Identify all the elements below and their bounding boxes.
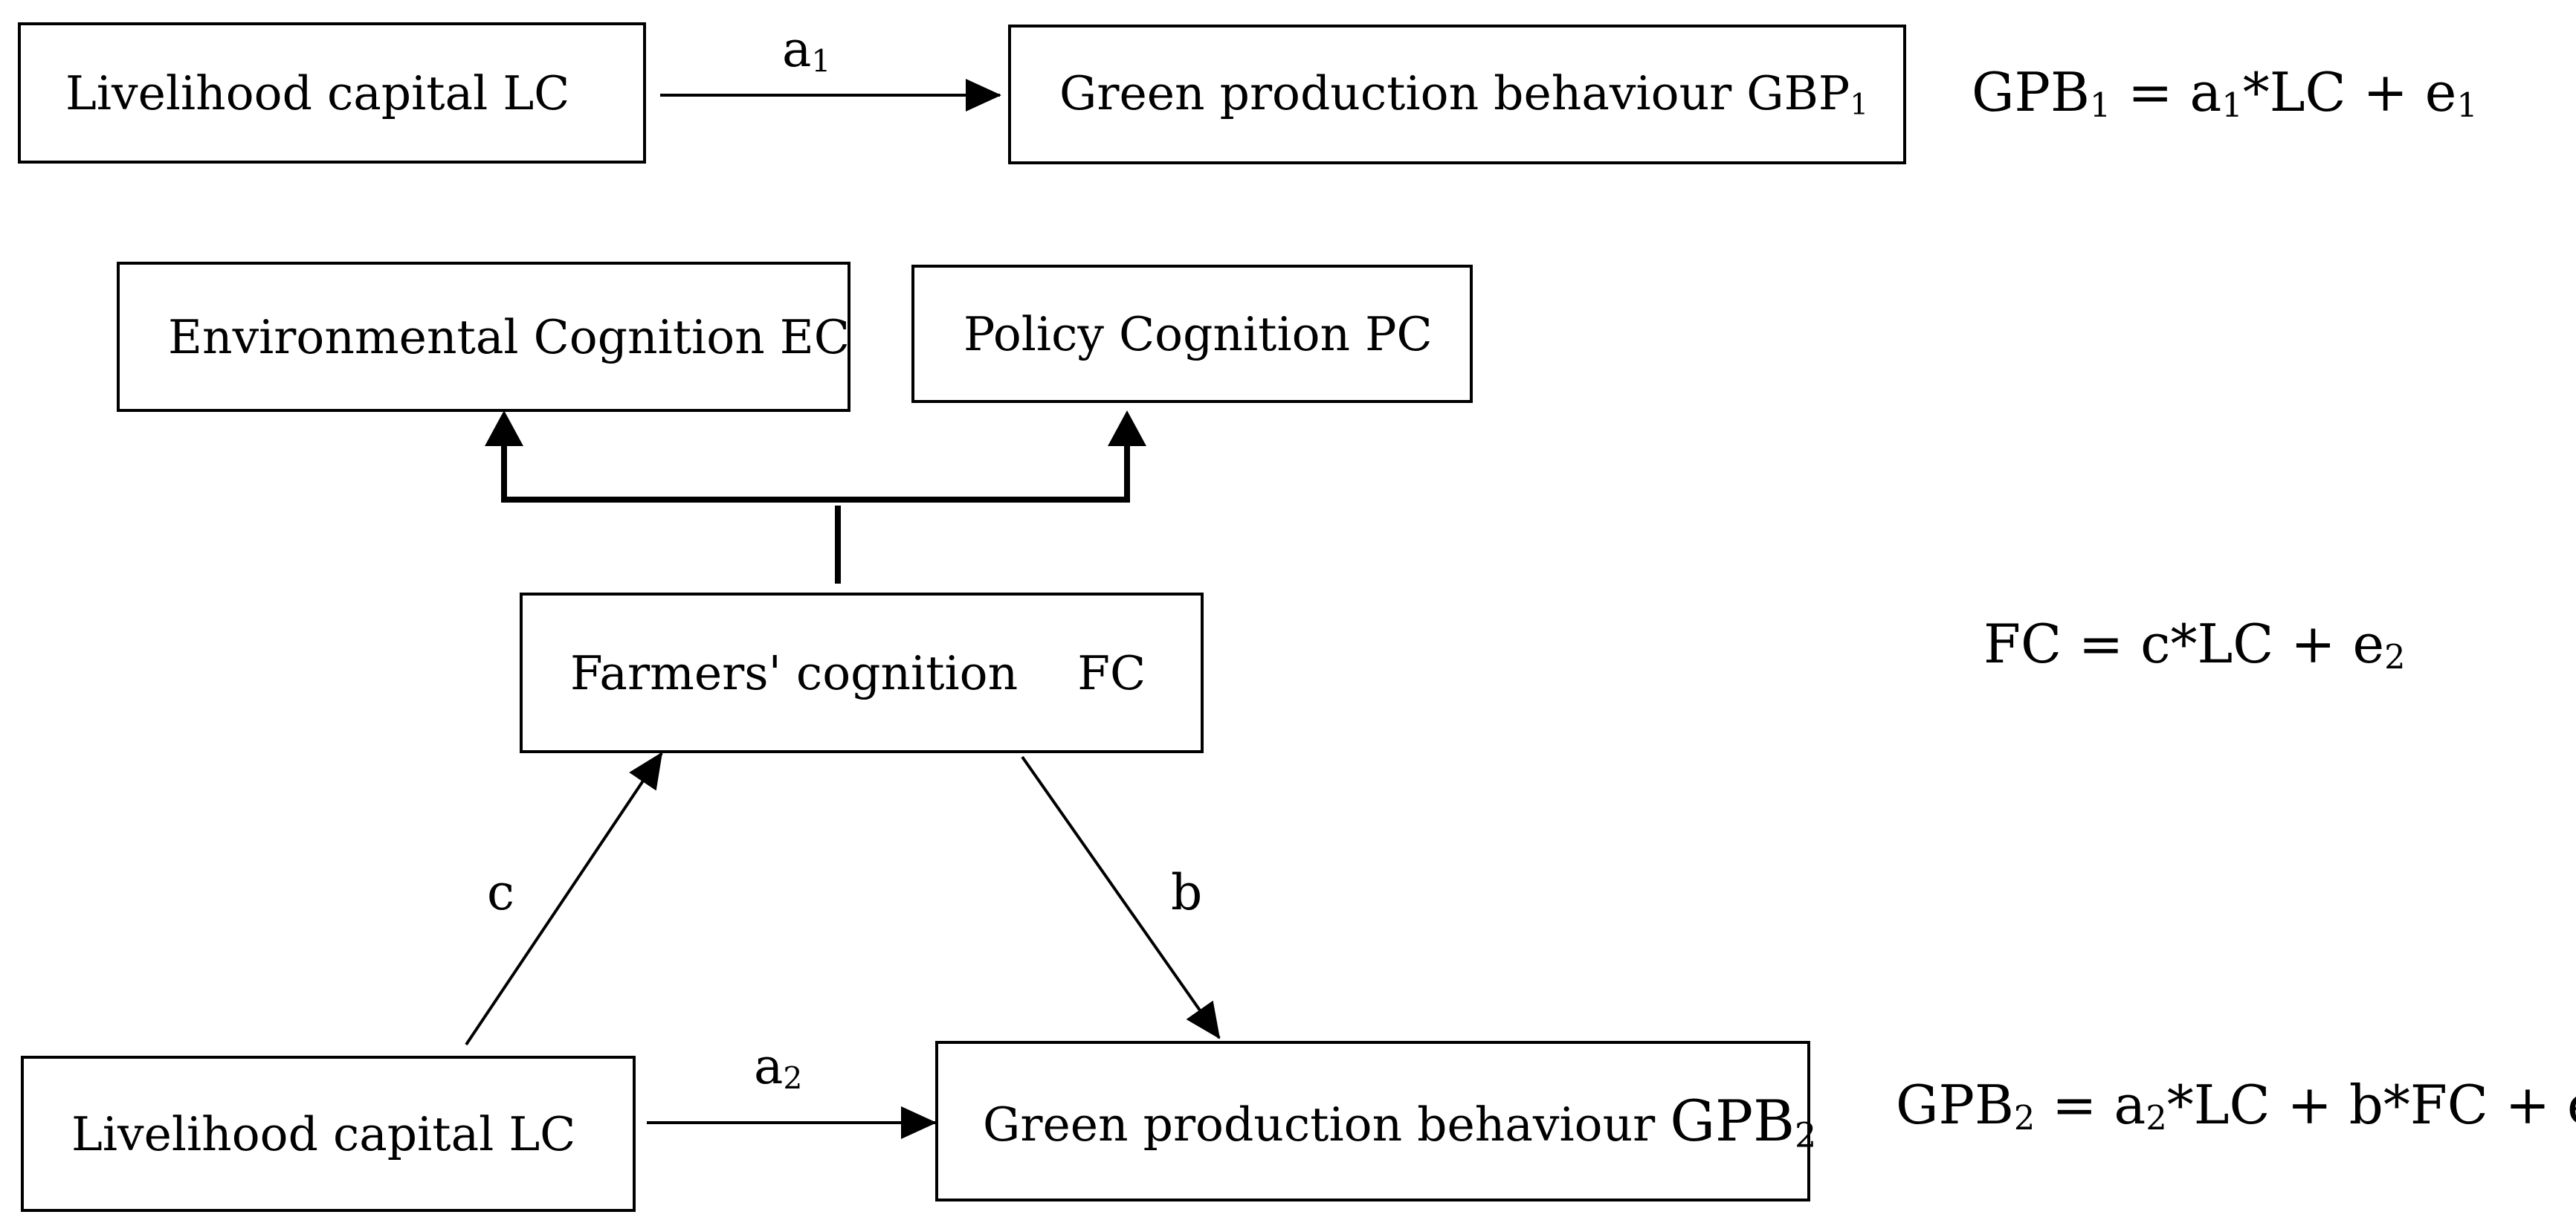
environmental-cognition-box: Environmental Cognition EC — [117, 262, 850, 412]
path-b-label: b — [1171, 864, 1203, 921]
livelihood-capital-label-top: Livelihood capital LC — [65, 65, 570, 120]
livelihood-capital-box-bottom: Livelihood capital LC — [21, 1056, 636, 1212]
connector-fc-branch — [501, 445, 1130, 503]
equation-gpb1: GPB1 = a1*LC + e1 — [1972, 61, 2478, 126]
arrowhead-to-ec — [485, 410, 523, 446]
policy-cognition-label: Policy Cognition PC — [963, 306, 1433, 361]
green-production-behaviour-label-bottom: Green production behaviour GPB2 — [983, 1087, 1817, 1155]
path-c-label: c — [487, 864, 514, 921]
green-production-behaviour-label-top: Green production behaviour GBP1 — [1059, 66, 1869, 123]
equation-gpb2: GPB2 = a2*LC + b*FC + e3 — [1896, 1074, 2576, 1138]
arrowhead-to-pc — [1108, 410, 1146, 446]
path-a1-label: a1 — [782, 21, 831, 80]
green-production-behaviour-box-top: Green production behaviour GBP1 — [1008, 25, 1906, 164]
path-a2-label: a2 — [754, 1038, 803, 1097]
arrow-lc-to-fc-path-c — [465, 752, 663, 1046]
farmers-cognition-label: Farmers' cognition FC — [570, 645, 1146, 700]
farmers-cognition-box: Farmers' cognition FC — [520, 593, 1204, 753]
green-production-behaviour-box-bottom: Green production behaviour GPB2 — [935, 1041, 1816, 1201]
livelihood-capital-label-bottom: Livelihood capital LC — [71, 1106, 576, 1161]
livelihood-capital-box-top: Livelihood capital LC — [18, 22, 646, 164]
policy-cognition-box: Policy Cognition PC — [911, 265, 1473, 403]
environmental-cognition-label: Environmental Cognition EC — [168, 309, 850, 364]
arrow-fc-to-gpb2-path-b — [1021, 755, 1221, 1039]
equation-fc: FC = c*LC + e2 — [1983, 613, 2406, 677]
